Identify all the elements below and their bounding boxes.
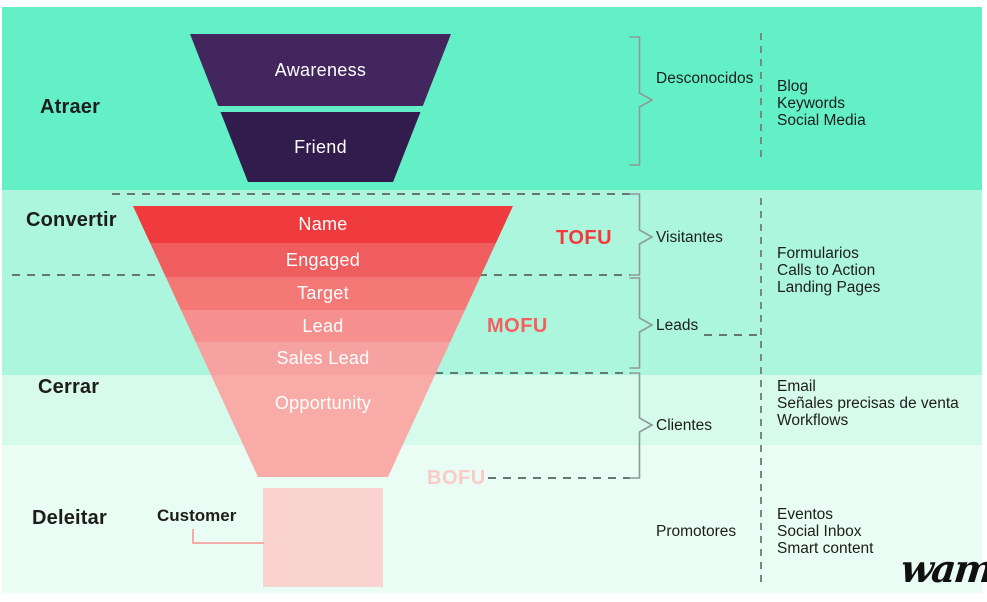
funnel-segment-engaged: Engaged — [133, 243, 513, 277]
channel-item: Señales precisas de venta — [777, 395, 959, 412]
channel-item: Workflows — [777, 412, 849, 429]
audience-label-clientes: Clientes — [656, 417, 712, 434]
bracket-desconocidos-icon — [629, 36, 655, 166]
audience-label-promotores: Promotores — [656, 523, 737, 540]
vertical-divider-bottom — [760, 198, 762, 588]
customer-connector-horizontal — [192, 542, 264, 544]
channel-item: Email — [777, 378, 816, 395]
funnel-segment-lead: Lead — [133, 310, 513, 342]
stage-band-atraer — [2, 7, 982, 190]
channel-list-cerrar: Email Señales precisas de venta Workflow… — [777, 378, 959, 429]
stage-band-deleitar — [2, 445, 982, 593]
channel-item: Social Inbox — [777, 523, 862, 540]
funnel-customer-box — [263, 488, 383, 587]
funnel-segment-awareness-label: Awareness — [274, 59, 367, 80]
stage-label-deleitar: Deleitar — [32, 507, 107, 529]
channel-list-atraer: Blog Keywords Social Media — [777, 78, 866, 129]
customer-connector-vertical — [192, 529, 194, 544]
customer-label: Customer — [157, 506, 237, 525]
channel-item: Smart content — [777, 540, 874, 557]
divider-mofu-bofu — [435, 372, 631, 374]
vertical-divider-top — [760, 33, 762, 161]
funnel-segment-target: Target — [133, 277, 513, 310]
divider-bofu — [488, 477, 630, 479]
channel-item: Keywords — [777, 95, 846, 112]
funnel-segment-lead-label: Lead — [302, 315, 344, 336]
channel-item: Social Media — [777, 112, 866, 129]
leads-connector-dash — [704, 334, 761, 336]
bofu-label: BOFU — [427, 467, 486, 489]
channel-list-deleitar: Eventos Social Inbox Smart content — [777, 506, 874, 557]
channel-item: Formularios — [777, 245, 859, 262]
funnel-segment-name: Name — [133, 206, 513, 243]
channel-item: Calls to Action — [777, 262, 876, 279]
funnel-segment-target-label: Target — [297, 283, 349, 303]
funnel-segment-awareness: Awareness — [190, 34, 451, 106]
stage-label-atraer: Atraer — [40, 96, 101, 118]
bracket-visitantes-icon — [629, 193, 655, 276]
mofu-label: MOFU — [487, 315, 548, 337]
channel-item: Blog — [777, 78, 809, 95]
funnel-segment-name-label: Name — [298, 214, 348, 234]
wam-logo: wam — [898, 546, 987, 591]
funnel-segment-friend-label: Friend — [294, 136, 347, 157]
funnel-segment-opportunity-label: Opportunity — [274, 393, 372, 413]
bracket-clientes-icon — [629, 372, 655, 479]
bracket-leads-icon — [629, 277, 655, 369]
stage-band-cerrar — [2, 375, 982, 445]
tofu-label: TOFU — [556, 227, 613, 249]
funnel-segment-sales-lead-label: Sales Lead — [276, 348, 370, 368]
channel-item: Eventos — [777, 506, 834, 523]
channel-item: Landing Pages — [777, 279, 881, 296]
divider-tofu-mofu-left — [12, 274, 162, 276]
stage-label-convertir: Convertir — [26, 209, 117, 231]
channel-list-convertir: Formularios Calls to Action Landing Page… — [777, 245, 880, 296]
audience-label-visitantes: Visitantes — [656, 229, 723, 246]
divider-tofu-top — [112, 193, 630, 195]
audience-label-leads: Leads — [656, 317, 699, 334]
audience-label-desconocidos: Desconocidos — [656, 70, 754, 87]
stage-label-cerrar: Cerrar — [38, 376, 100, 398]
divider-tofu-mofu-right — [479, 274, 630, 276]
funnel-segment-engaged-label: Engaged — [285, 249, 361, 270]
